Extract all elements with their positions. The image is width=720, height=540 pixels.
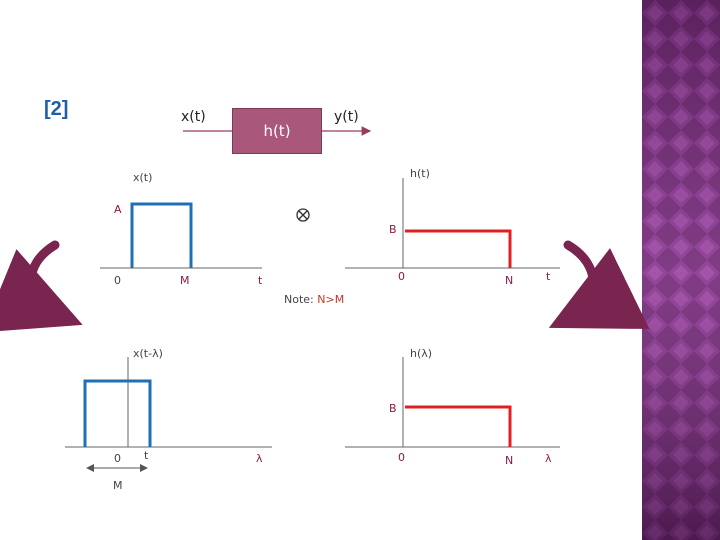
curved-arrow-left [0,240,83,333]
system-output-label: y(t) [334,109,359,125]
h-lambda-pulse [405,405,512,447]
amplitude-B-label: B [389,223,397,236]
x-rect-pulse [130,202,193,268]
x-shifted-pulse [83,379,152,447]
bottom-left-axis-var: λ [256,452,263,465]
note-prefix: Note: [284,293,318,306]
top-right-end-label: N [505,274,514,287]
bottom-left-signal-label: x(t-λ) [133,347,163,360]
convolution-circle [296,208,310,222]
top-right-origin-label: 0 [398,270,405,283]
top-left-end-label: M [180,274,190,287]
top-left-signal-label: x(t) [133,171,153,184]
top-right-signal-label: h(t) [410,167,430,180]
amplitude-A-label: A [114,203,122,216]
bottom-right-amplitude-label: B [389,402,397,415]
slide-number: [2] [44,98,69,120]
bottom-left-width-label: M [113,479,123,492]
note-text: Note: N>M [284,294,344,305]
curved-arrow-right [548,240,650,329]
system-input-label: x(t) [181,109,206,125]
system-block: h(t) [232,108,322,154]
bottom-left-shift-label: t [144,449,149,462]
bottom-right-end-label: N [505,454,514,467]
bottom-right-signal-label: h(λ) [410,347,433,360]
top-left-axis-var: t [258,274,263,287]
note-condition: N>M [317,293,345,306]
bottom-left-origin-label: 0 [114,452,121,465]
diamond-pattern [642,0,720,540]
top-left-origin-label: 0 [114,274,121,287]
h-rect-pulse [405,229,512,268]
bottom-right-axis-var: λ [545,452,552,465]
decorative-diamond-band [642,0,720,540]
top-right-axis-var: t [546,270,551,283]
bottom-right-origin-label: 0 [398,451,405,464]
system-block-label: h(t) [263,122,291,140]
